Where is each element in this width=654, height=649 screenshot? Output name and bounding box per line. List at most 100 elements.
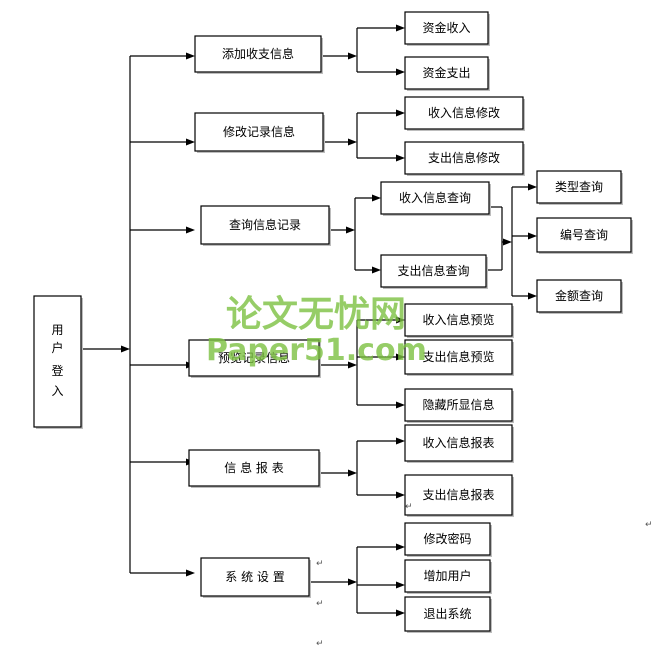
arrow-head xyxy=(396,353,405,361)
root-label-char: 登 xyxy=(51,363,63,378)
arrow-head xyxy=(396,316,405,324)
box-label: 收入信息修改 xyxy=(428,105,500,120)
box-frame xyxy=(404,596,491,632)
level2-node: 收入信息报表 xyxy=(404,424,514,463)
box-label: 金额查询 xyxy=(555,288,603,303)
box-label: 支出信息查询 xyxy=(397,263,469,278)
level1-node: 修改记录信息 xyxy=(194,112,325,153)
paragraph-mark: ↵ xyxy=(316,599,324,609)
watermark: 论文无忧网 Paper51.com xyxy=(206,294,427,368)
box-label: 资金收入 xyxy=(422,20,470,35)
box-frame xyxy=(404,522,491,556)
box-frame xyxy=(404,559,491,593)
arrow-head xyxy=(396,154,405,162)
arrow-head xyxy=(396,581,405,589)
level2-node: 支出信息预览 xyxy=(404,339,514,376)
box-label: 隐藏所显信息 xyxy=(422,397,494,412)
box-label: 预览记录信息 xyxy=(218,350,290,365)
level2-node: 支出信息报表 xyxy=(404,474,514,517)
box-label: 修改密码 xyxy=(423,531,471,546)
box-label: 修改记录信息 xyxy=(223,124,295,139)
arrow-head xyxy=(396,24,405,32)
box-frame xyxy=(404,56,489,90)
paragraph-marks: ↵↵↵↵↵ xyxy=(316,502,653,649)
box-label: 收入信息报表 xyxy=(422,435,494,450)
box-frame xyxy=(404,339,513,375)
box-label: 支出信息修改 xyxy=(428,150,500,165)
arrow-head xyxy=(503,238,512,246)
arrow-head xyxy=(121,345,130,353)
arrow-head xyxy=(372,194,381,202)
box-frame xyxy=(404,424,513,462)
arrow-head xyxy=(528,292,537,300)
arrow-head xyxy=(528,232,537,240)
level2-node: 修改密码 xyxy=(404,522,492,557)
box-frame xyxy=(188,339,320,377)
box-label: 资金支出 xyxy=(422,65,470,80)
box-label: 收入信息查询 xyxy=(399,190,471,205)
arrow-head xyxy=(186,226,195,234)
box-frame xyxy=(194,35,322,73)
box-label: 信 息 报 表 xyxy=(224,460,283,475)
box-frame xyxy=(536,279,622,313)
root-label-char: 户 xyxy=(51,340,63,355)
level1-node: 信 息 报 表 xyxy=(188,449,321,488)
box-frame xyxy=(380,181,490,215)
box-frame xyxy=(194,112,324,152)
level2-node: 收入信息修改 xyxy=(404,96,525,131)
watermark-text-cn: 论文无忧网 xyxy=(226,294,406,335)
arrow-head xyxy=(528,183,537,191)
arrow-head xyxy=(396,401,405,409)
level1-node: 添加收支信息 xyxy=(194,35,323,74)
arrow-head xyxy=(396,437,405,445)
arrow-head xyxy=(396,68,405,76)
box-label: 查询信息记录 xyxy=(229,217,301,232)
level1-node: 查询信息记录 xyxy=(200,205,331,246)
level3-node: 编号查询 xyxy=(536,217,633,254)
arrow-head xyxy=(396,109,405,117)
box-frame xyxy=(200,205,330,245)
level2-node: 资金收入 xyxy=(404,11,490,46)
level3-node: 金额查询 xyxy=(536,279,623,314)
arrow-head xyxy=(372,266,381,274)
box-frame xyxy=(33,295,82,428)
box-frame xyxy=(200,557,310,597)
arrow-head xyxy=(348,138,357,146)
paragraph-mark: ↵ xyxy=(405,502,413,512)
level2-node: 退出系统 xyxy=(404,596,492,633)
level1-node: 预览记录信息 xyxy=(188,339,321,378)
paragraph-mark: ↵ xyxy=(316,559,324,569)
box-frame xyxy=(404,96,524,130)
box-label: 系 统 设 置 xyxy=(225,570,284,584)
box-frame xyxy=(380,254,487,288)
level3-node: 类型查询 xyxy=(536,170,623,205)
box-frame xyxy=(404,474,513,516)
box-frame xyxy=(536,170,622,204)
box-frame xyxy=(404,141,524,175)
level2-node: 收入信息预览 xyxy=(404,303,514,338)
box-frame xyxy=(536,217,632,253)
level2-node: 支出信息修改 xyxy=(404,141,525,176)
arrow-head xyxy=(396,543,405,551)
arrow-head xyxy=(186,138,195,146)
watermark-text-en: Paper51.com xyxy=(206,333,427,368)
level2-node: 增加用户 xyxy=(404,559,492,594)
arrow-head xyxy=(348,469,357,477)
box-label: 增加用户 xyxy=(423,568,471,583)
level2-node: 收入信息查询 xyxy=(380,181,491,216)
box-label: 收入信息预览 xyxy=(422,312,494,327)
arrow-head xyxy=(346,226,355,234)
arrow-head xyxy=(348,361,357,369)
level2-node: 隐藏所显信息 xyxy=(404,388,514,423)
level2-node: 资金支出 xyxy=(404,56,490,91)
box-frame xyxy=(404,388,513,422)
connector-lines xyxy=(81,24,537,617)
box-frame xyxy=(404,303,513,337)
box-label: 退出系统 xyxy=(423,607,471,621)
arrow-head xyxy=(396,609,405,617)
box-label: 类型查询 xyxy=(555,180,603,194)
arrow-head xyxy=(186,52,195,60)
